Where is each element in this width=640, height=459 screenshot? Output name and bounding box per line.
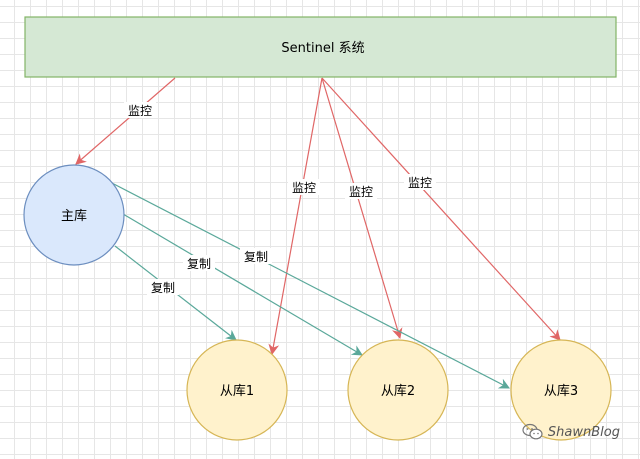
slave1-node[interactable] [186, 339, 288, 441]
master-node[interactable] [23, 164, 125, 266]
edge-monitor-slave2 [321, 77, 403, 340]
slave3-node[interactable] [510, 339, 612, 441]
master-label: 主库 [61, 208, 87, 224]
edge-replicate-slave2 [122, 213, 363, 356]
label-monitor-slave2: 监控 [349, 185, 373, 199]
label-monitor-master: 监控 [128, 104, 152, 118]
wechat-icon [522, 423, 544, 441]
watermark-text: ShawnBlog [547, 424, 620, 440]
slave1-label: 从库1 [220, 383, 254, 399]
label-replicate-slave3: 复制 [244, 250, 268, 264]
label-replicate-slave2: 复制 [187, 257, 211, 271]
slave2-label: 从库2 [381, 383, 415, 399]
edge-monitor-slave3 [321, 77, 561, 341]
label-monitor-slave1: 监控 [292, 181, 316, 195]
watermark: ShawnBlog [522, 423, 620, 441]
edge-monitor-slave1 [268, 77, 323, 356]
sentinel-label: Sentinel 系统 [281, 41, 364, 56]
edge-replicate-slave3 [107, 180, 510, 389]
slave3-label: 从库3 [544, 383, 578, 399]
sentinel-box[interactable] [24, 16, 617, 78]
edge-monitor-master [75, 77, 176, 165]
label-monitor-slave3: 监控 [408, 176, 432, 190]
slave2-node[interactable] [347, 339, 449, 441]
label-replicate-slave1: 复制 [151, 281, 175, 295]
